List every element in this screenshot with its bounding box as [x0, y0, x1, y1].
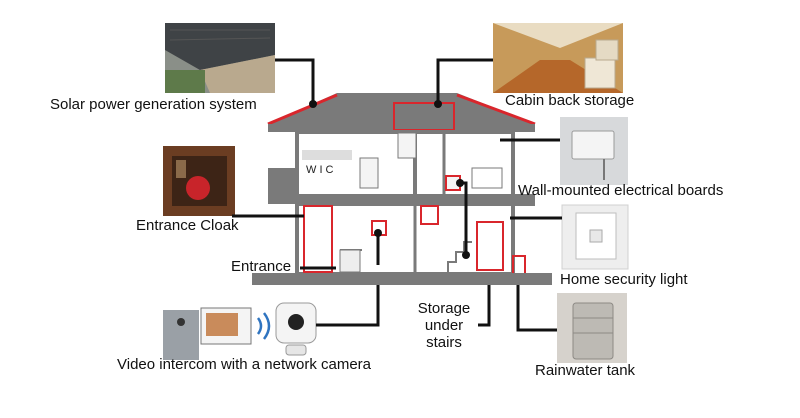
- entrance-cloak-photo: [163, 146, 235, 216]
- label-solar-power: Solar power generation system: [50, 96, 257, 113]
- house-illustration: W I C: [252, 93, 552, 285]
- label-storage-line-1: Storage: [417, 300, 471, 317]
- cabin-storage-photo: [493, 23, 623, 93]
- label-video-intercom: Video intercom with a network camera: [117, 356, 372, 373]
- label-home-security-light: Home security light: [560, 271, 688, 288]
- label-wall-mounted-boards: Wall-mounted electrical boards: [518, 182, 724, 199]
- label-entrance: Entrance: [231, 258, 292, 275]
- label-storage-line-2: under: [424, 317, 464, 334]
- rainwater-tank-photo: [557, 293, 627, 363]
- video-intercom-photo: [163, 302, 317, 360]
- label-storage-line-3: stairs: [426, 334, 462, 351]
- connector-dots: [309, 100, 470, 259]
- label-rainwater-tank: Rainwater tank: [535, 362, 636, 379]
- label-cabin-back-storage: Cabin back storage: [505, 92, 635, 109]
- label-entrance-cloak: Entrance Cloak: [136, 217, 239, 234]
- label-storage-under-stairs: Storage under stairs: [412, 300, 476, 351]
- wic-label: W I C: [306, 164, 334, 176]
- wall-board-photo: [560, 117, 628, 185]
- solar-roof-photo: [165, 23, 275, 93]
- security-light-photo: [561, 204, 629, 270]
